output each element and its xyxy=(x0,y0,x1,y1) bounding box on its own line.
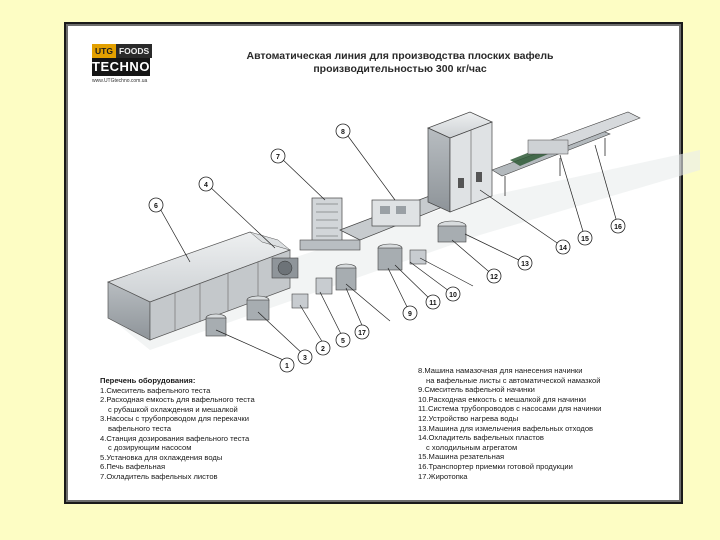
legend-item: 6.Печь вафельная xyxy=(100,462,166,472)
legend-item: 4.Станция дозирования вафельного теста xyxy=(100,433,250,443)
legend-item: 1.Смеситель вафельного теста xyxy=(100,385,211,395)
diagram-title: Автоматическая линия для производства пл… xyxy=(200,50,600,76)
legend-item: с холодильным агрегатом xyxy=(426,442,518,452)
legend-item: 12.Устройство нагрева воды xyxy=(418,413,519,423)
callout-5: 5 xyxy=(335,332,351,348)
legend-item: с дозирующим насосом xyxy=(108,443,192,453)
svg-text:7: 7 xyxy=(276,154,280,161)
legend-item: вафельного теста xyxy=(108,423,172,433)
callout-7: 7 xyxy=(270,148,286,164)
callout-4: 4 xyxy=(198,176,214,192)
legend-item: 14.Охладитель вафельных пластов xyxy=(418,433,544,443)
callout-2: 2 xyxy=(315,340,331,356)
callout-6: 6 xyxy=(148,197,164,213)
legend-item: 16.Транспортер приемки готовой продукции xyxy=(418,461,573,471)
svg-text:5: 5 xyxy=(341,338,345,345)
callout-1: 1 xyxy=(279,357,295,373)
equipment-tanks xyxy=(205,220,467,337)
legend-right: 8.Машина намазочная для нанесения начинк… xyxy=(418,366,601,481)
legend-item: 3.Насосы с трубопроводом для перекачки xyxy=(100,414,249,424)
callout-markers: 1 2 3 4 5 6 7 8 9 10 11 12 13 14 15 16 1… xyxy=(148,123,626,373)
svg-text:3: 3 xyxy=(303,355,307,362)
svg-text:13: 13 xyxy=(521,261,529,268)
callout-13: 13 xyxy=(517,255,533,271)
callout-16: 16 xyxy=(610,218,626,234)
callout-8: 8 xyxy=(335,123,351,139)
legend-heading: Перечень оборудования: xyxy=(100,376,196,385)
cooler-tower xyxy=(299,197,361,251)
oven-unit xyxy=(107,231,291,341)
legend-item: 15.Машина резательная xyxy=(418,452,505,462)
logo-url: www.UTGtechno.com.ua xyxy=(92,78,148,84)
legend-item: 7.Охладитель вафельных листов xyxy=(100,471,218,481)
legend-item: 8.Машина намазочная для нанесения начинк… xyxy=(418,366,583,375)
legend-item: 11.Система трубопроводов с насосами для … xyxy=(418,404,602,414)
legend-item: 10.Расходная емкость с мешалкой для начи… xyxy=(418,394,587,404)
callout-3: 3 xyxy=(297,349,313,365)
svg-text:16: 16 xyxy=(614,224,622,231)
legend-item: с рубашкой охлаждения и мешалкой xyxy=(108,404,238,414)
callout-9: 9 xyxy=(402,305,418,321)
svg-text:12: 12 xyxy=(490,274,498,281)
svg-text:8: 8 xyxy=(341,129,345,136)
logo-foods: FOODS xyxy=(115,44,153,58)
title-line-2: производительностью 300 кг/час xyxy=(313,63,487,75)
callout-17: 17 xyxy=(354,324,370,340)
legend-item: 5.Установка для охлаждения воды xyxy=(100,452,223,462)
legend-left: Перечень оборудования: 1.Смеситель вафел… xyxy=(100,376,255,482)
logo-techno: TECHNO xyxy=(92,58,150,76)
title-line-1: Автоматическая линия для производства пл… xyxy=(246,50,554,62)
svg-text:2: 2 xyxy=(321,346,325,353)
callout-14: 14 xyxy=(555,239,571,255)
callout-leaders xyxy=(157,131,619,364)
svg-text:4: 4 xyxy=(204,182,208,189)
callout-11: 11 xyxy=(425,294,441,310)
cooler-cabinet xyxy=(427,111,493,213)
svg-text:9: 9 xyxy=(408,311,412,318)
oven-front xyxy=(271,257,299,279)
svg-text:6: 6 xyxy=(154,203,158,210)
legend-item: 9.Смеситель вафельной начинки xyxy=(418,385,535,395)
svg-text:11: 11 xyxy=(429,300,437,307)
callout-15: 15 xyxy=(577,230,593,246)
output-conveyor xyxy=(491,111,641,196)
legend-item: 13.Машина для измельчения вафельных отхо… xyxy=(418,423,594,433)
callout-12: 12 xyxy=(486,268,502,284)
legend-item: на вафельные листы с автоматической нама… xyxy=(426,375,601,385)
svg-text:10: 10 xyxy=(449,292,457,299)
svg-text:17: 17 xyxy=(358,330,366,337)
svg-text:1: 1 xyxy=(285,363,289,370)
svg-text:15: 15 xyxy=(581,236,589,243)
legend-item: 2.Расходная емкость для вафельного теста xyxy=(100,395,255,405)
svg-text:14: 14 xyxy=(559,245,567,252)
company-logo: UTG FOODS TECHNO www.UTGtechno.com.ua xyxy=(92,44,153,84)
legend-item: 17.Жиротопка xyxy=(418,471,468,481)
logo-utg: UTG xyxy=(92,44,116,58)
callout-10: 10 xyxy=(445,286,461,302)
